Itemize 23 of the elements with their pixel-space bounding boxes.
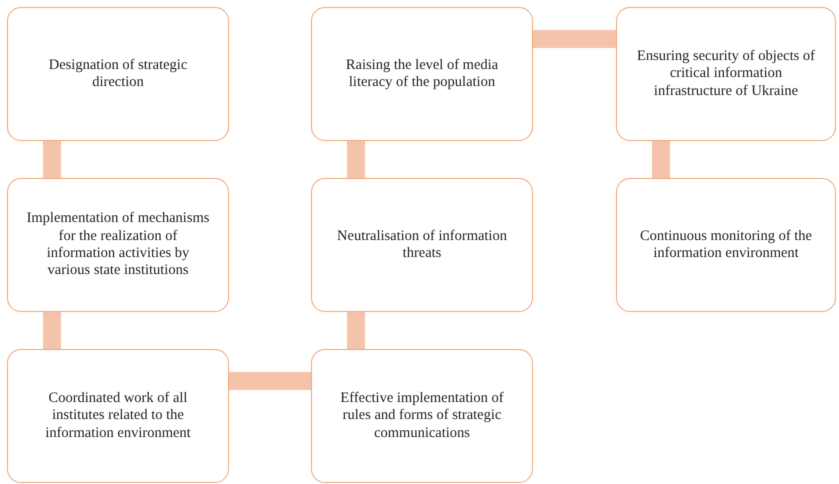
connector-bar — [347, 312, 365, 349]
connector-bar — [229, 372, 311, 390]
box-text: Ensuring security of objects of critical information infrastructure of Ukraine — [636, 48, 816, 100]
process-box — [311, 349, 533, 483]
connector-bar — [533, 30, 616, 48]
box-text: Implementation of mechanisms for the realization of information activities by various state institutions — [26, 210, 210, 280]
box-text: Designation of strategic direction — [48, 56, 188, 92]
box-text: Effective implementation of rules and forms of strategic communications — [339, 390, 505, 442]
process-box — [616, 7, 836, 141]
process-box — [616, 178, 836, 312]
box-text: Continuous monitoring of the information environment — [639, 228, 813, 262]
box-text: Coordinated work of all institutes related to the information environment — [44, 390, 192, 442]
connector-bar — [43, 141, 61, 178]
process-box — [311, 7, 533, 141]
connector-bar — [347, 141, 365, 178]
process-box — [7, 178, 229, 312]
connector-bar — [43, 312, 61, 349]
box-text: Raising the level of media literacy of the population — [344, 56, 500, 92]
connector-bar — [652, 141, 670, 178]
process-box — [311, 178, 533, 312]
process-box — [7, 7, 229, 141]
process-box — [7, 349, 229, 483]
box-text: Neutralisation of information threats — [336, 228, 508, 262]
